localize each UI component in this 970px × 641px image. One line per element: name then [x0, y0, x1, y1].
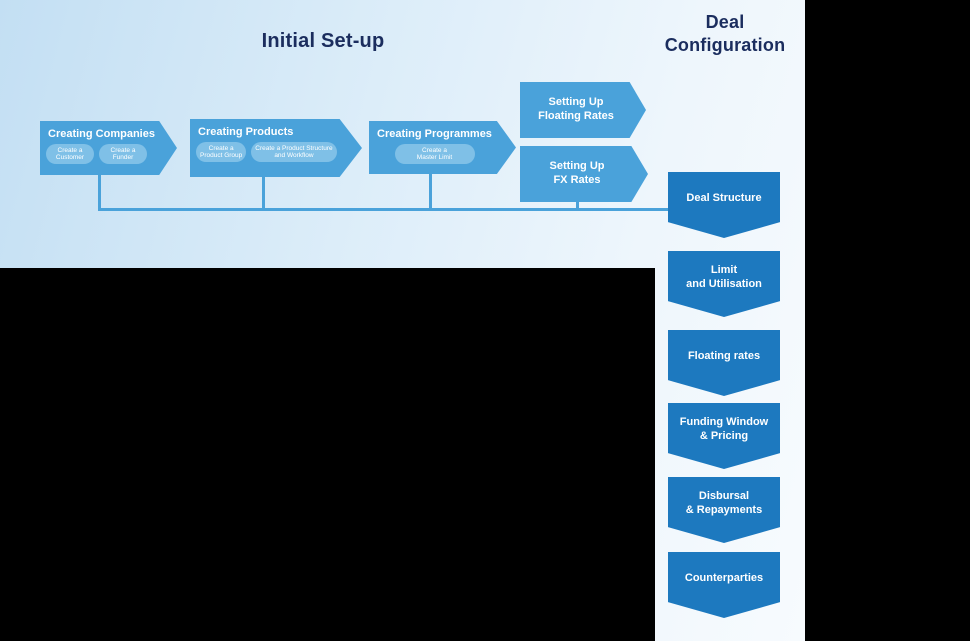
connector-fx-rates [576, 200, 579, 211]
deal-config-item-floating-rates: Floating rates [668, 330, 780, 396]
flow-step-creating-programmes: Creating Programmes Create a Master Limi… [369, 121, 516, 174]
deal-configuration-title: Deal Configuration [664, 12, 786, 56]
initial-setup-title: Initial Set-up [261, 30, 385, 52]
pill-group: Create a Product Group Create a Product … [190, 138, 362, 162]
deal-config-item-label: Counterparties [684, 571, 764, 584]
flow-step-creating-companies: Creating Companies Create a Customer Cre… [40, 121, 177, 175]
pill-group: Create a Customer Create a Funder [40, 140, 177, 164]
flow-step-label: Creating Products [198, 126, 294, 138]
pill-create-a-master-limit: Create a Master Limit [394, 144, 475, 164]
flow-step-label: Creating Programmes [377, 128, 492, 140]
deal-config-item-counterparties: Counterparties [668, 552, 780, 618]
deal-config-item-funding-window-pricing: Funding Window & Pricing [668, 403, 780, 469]
deal-config-item-label: Floating rates [687, 349, 761, 362]
deal-config-item-label: Disbursal & Repayments [685, 489, 763, 516]
pill-group: Create a Master Limit [369, 140, 516, 164]
pill-create-a-customer: Create a Customer [46, 144, 94, 164]
deal-config-item-label: Limit and Utilisation [686, 263, 762, 290]
flow-step-label: Setting Up FX Rates [549, 160, 605, 186]
connector-creating-products [262, 176, 265, 211]
deal-config-item-label: Funding Window & Pricing [679, 415, 769, 442]
deal-config-item-label: Deal Structure [686, 191, 762, 204]
flow-step-setting-up-floating-rates: Setting Up Floating Rates [520, 82, 646, 138]
connector-creating-programmes [429, 173, 432, 211]
connector-bus-horizontal [98, 208, 670, 211]
flow-step-setting-up-fx-rates: Setting Up FX Rates [520, 146, 648, 202]
deal-config-item-deal-structure: Deal Structure [668, 172, 780, 238]
deal-config-item-limit-and-utilisation: Limit and Utilisation [668, 251, 780, 317]
pill-create-a-product-structure-and-workflow: Create a Product Structure and Workflow [251, 142, 337, 162]
flow-step-label: Creating Companies [48, 128, 155, 140]
connector-creating-companies [98, 173, 101, 211]
deal-config-item-disbursal-repayments: Disbursal & Repayments [668, 477, 780, 543]
flow-step-label: Setting Up Floating Rates [538, 96, 614, 122]
pill-create-a-product-group: Create a Product Group [196, 142, 247, 162]
flow-step-creating-products: Creating Products Create a Product Group… [190, 119, 362, 177]
pill-create-a-funder: Create a Funder [99, 144, 147, 164]
